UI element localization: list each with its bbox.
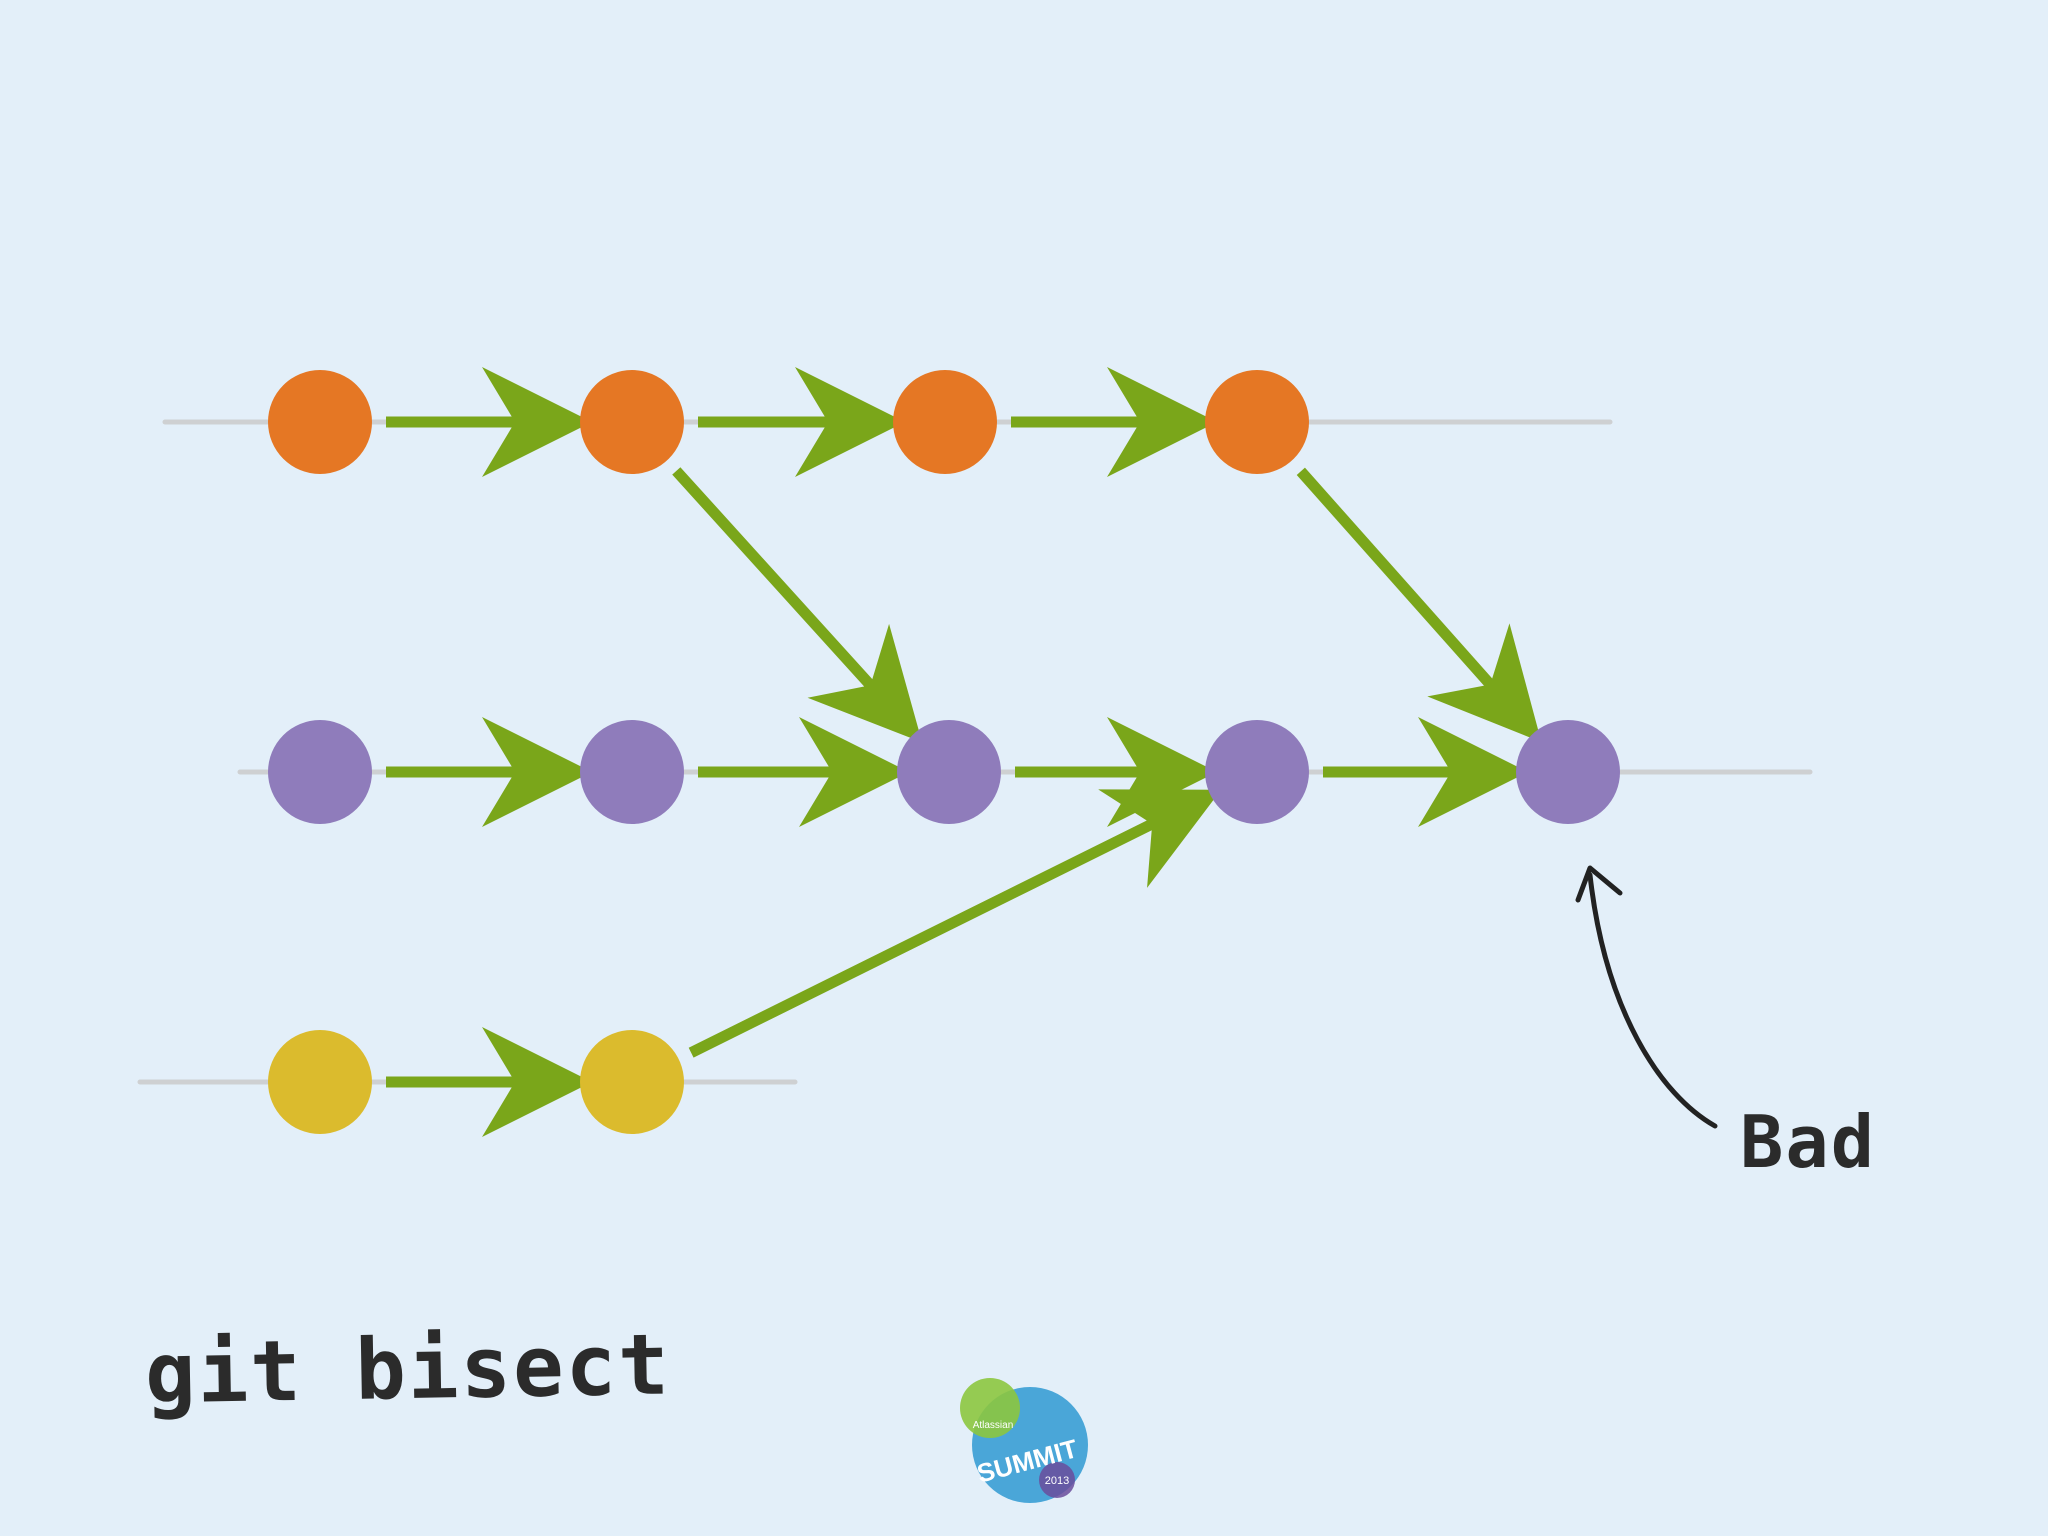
commit-node-o1 [268,370,372,474]
commit-edges [386,367,1542,1137]
commit-node-p5 [1516,720,1620,824]
commit-nodes [268,370,1620,1134]
commit-node-y2 [580,1030,684,1134]
commit-node-p3 [897,720,1001,824]
slide-title: git bisect [144,1315,672,1423]
edge-y2-p4 [688,789,1222,1058]
bad-pointer-arrow [1587,872,1718,1129]
logo-brand: Atlassian [973,1420,1014,1431]
commit-node-p4 [1205,720,1309,824]
commit-node-p2 [580,720,684,824]
bad-pointer-arrowhead [1575,865,1623,903]
summit-logo: Atlassian SUMMIT 2013 [960,1378,1088,1503]
edge-o4-p5 [1296,467,1542,743]
logo-year: 2013 [1045,1475,1069,1487]
commit-node-o3 [893,370,997,474]
edge-o2-p3 [672,467,923,743]
commit-node-y1 [268,1030,372,1134]
commit-node-o2 [580,370,684,474]
commit-node-o4 [1205,370,1309,474]
commit-node-p1 [268,720,372,824]
bad-label: Bad [1740,1100,1877,1184]
